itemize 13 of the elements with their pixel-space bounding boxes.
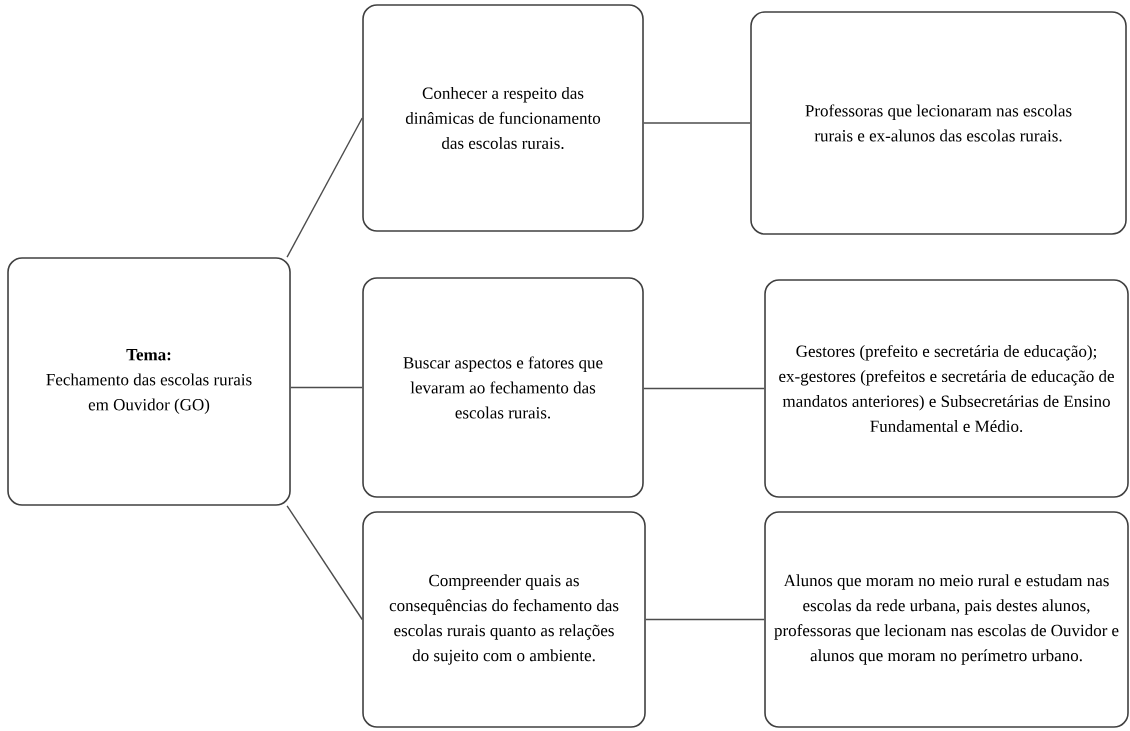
connector-line — [643, 387, 765, 390]
topic-box: Tema: Fechamento das escolas rurais em Ouvidor (GO) — [7, 257, 291, 506]
connector-line — [290, 386, 363, 389]
process-box: Buscar aspectos e fatores que levaram ao fechamento das escolas rurais. — [362, 277, 644, 498]
connector-line — [286, 505, 363, 621]
process-box: Compreender quais as consequências do fechamento das escolas rurais quanto as relações do sujeito com o ambiente. — [362, 511, 646, 728]
process-box: Gestores (prefeito e secretária de educação); ex-gestores (prefeitos e secretária de educação de mandatos anteriores) e Subsecretárias de Ensino Fundamental e Médio. — [764, 279, 1129, 498]
process-box: Alunos que moram no meio rural e estudam nas escolas da rede urbana, pais destes alunos, professoras que lecionam nas escolas de Ouvidor e alunos que moram no perímetro urbano. — [764, 511, 1129, 728]
connector-line — [286, 117, 363, 258]
connector-line — [643, 122, 751, 124]
process-box: Professoras que lecionaram nas escolas rurais e ex-alunos das escolas rurais. — [750, 11, 1127, 235]
process-box: Conhecer a respeito das dinâmicas de funcionamento das escolas rurais. — [362, 4, 644, 232]
connector-line — [645, 618, 765, 621]
